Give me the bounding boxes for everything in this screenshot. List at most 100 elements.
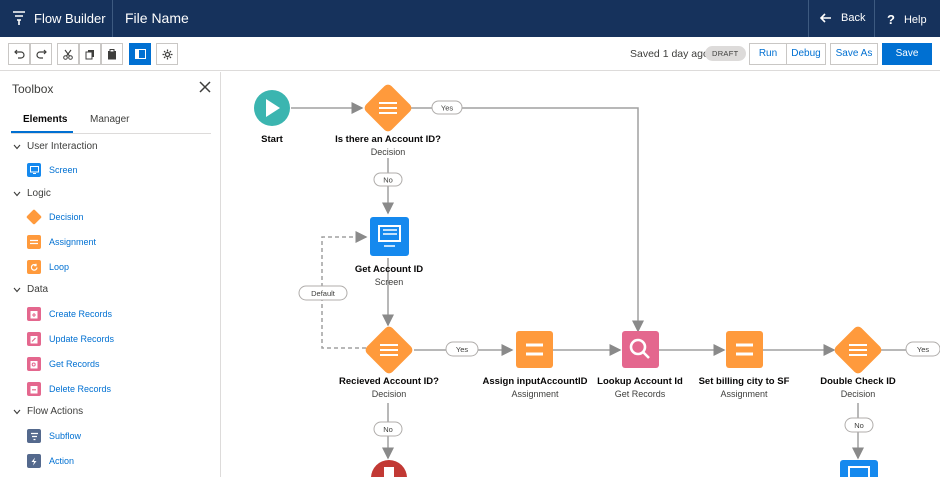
item-label: Subflow [49, 431, 82, 441]
saved-status: Saved 1 day ago [630, 48, 709, 60]
tab-elements[interactable]: Elements [23, 114, 68, 125]
node-get-account-screen[interactable]: Get Account ID Screen [355, 217, 423, 287]
assignment-icon [27, 235, 41, 249]
search-icon [629, 338, 650, 359]
redo-button[interactable] [30, 43, 52, 65]
app-header: Flow Builder File Name Back ? Help [0, 0, 940, 37]
header-divider [112, 0, 113, 37]
item-label: Action [49, 456, 75, 466]
assignment-icon [736, 343, 753, 356]
node-type: Decision [372, 389, 407, 399]
flow-canvas[interactable]: Yes No Default Yes No No Yes Start Is th… [221, 72, 940, 477]
section-user-interaction[interactable]: User Interaction [13, 141, 98, 152]
save-as-button[interactable]: Save As [830, 43, 878, 65]
no-1-label: No [383, 176, 393, 185]
settings-button[interactable] [156, 43, 178, 65]
active-tab-indicator [11, 131, 73, 133]
section-label: User Interaction [27, 141, 98, 152]
toolbox-item-loop[interactable]: Loop [27, 260, 69, 274]
yes-top-label: Yes [441, 104, 453, 113]
node-received-decision[interactable]: Recieved Account ID? Decision [339, 325, 439, 399]
redo-icon [35, 49, 47, 59]
node-label: Double Check ID [820, 376, 896, 387]
toolbox-item-get-records[interactable]: Get Records [27, 357, 100, 371]
screen-icon [378, 225, 401, 247]
paste-icon [108, 48, 116, 59]
section-flow-actions[interactable]: Flow Actions [13, 406, 83, 417]
update-records-icon [27, 332, 41, 346]
toolbox-item-subflow[interactable]: Subflow [27, 429, 81, 443]
screen-icon [848, 466, 870, 477]
node-label: Recieved Account ID? [339, 376, 439, 387]
node-label: Lookup Account Id [597, 376, 683, 387]
node-label: Get Account ID [355, 264, 423, 275]
header-divider [808, 0, 809, 37]
node-is-account-decision[interactable]: Is there an Account ID? Decision [335, 83, 441, 157]
cut-button[interactable] [57, 43, 79, 65]
run-button[interactable]: Run [749, 43, 787, 65]
get-records-icon [27, 357, 41, 371]
item-label: Loop [49, 262, 70, 272]
toolbox-item-delete-records[interactable]: Delete Records [27, 382, 111, 396]
app-title: Flow Builder [34, 11, 106, 26]
no-2-pill [373, 421, 403, 437]
node-type: Decision [841, 389, 876, 399]
copy-button[interactable] [79, 43, 101, 65]
toggle-panel-icon [134, 49, 146, 59]
toolbox-item-create-records[interactable]: Create Records [27, 307, 112, 321]
settings-icon [162, 49, 172, 59]
node-assign-input[interactable]: Assign inputAccountID Assignment [482, 331, 588, 399]
node-label: Set billing city to SF [699, 376, 790, 387]
paste-button[interactable] [101, 43, 123, 65]
tab-manager[interactable]: Manager [90, 114, 130, 125]
yes-mid-pill [445, 341, 479, 357]
node-partial-screen[interactable] [840, 460, 878, 477]
back-button[interactable]: Back [820, 12, 865, 24]
item-label: Create Records [49, 309, 113, 319]
toolbox-item-update-records[interactable]: Update Records [27, 332, 114, 346]
debug-button[interactable]: Debug [786, 43, 826, 65]
chevron-down-icon [13, 287, 21, 292]
chevron-down-icon [13, 409, 21, 414]
chevron-down-icon [13, 144, 21, 149]
section-label: Logic [27, 188, 51, 199]
toolbox-item-assignment[interactable]: Assignment [27, 235, 96, 249]
screen-icon [27, 163, 41, 177]
decision-icon [379, 102, 397, 114]
chevron-down-icon [13, 191, 21, 196]
yes-right-label: Yes [917, 345, 929, 354]
subflow-icon [27, 429, 41, 443]
header-divider [874, 0, 875, 37]
draft-badge: DRAFT [705, 46, 746, 61]
assignment-icon [526, 343, 543, 356]
item-label: Delete Records [49, 384, 112, 394]
toolbox-title: Toolbox [12, 82, 54, 96]
help-button[interactable]: ? Help [887, 12, 927, 27]
node-start[interactable]: Start [254, 90, 290, 145]
node-set-billing[interactable]: Set billing city to SF Assignment [699, 331, 790, 399]
node-partial-delete[interactable] [371, 460, 407, 477]
undo-button[interactable] [8, 43, 30, 65]
decision-icon [380, 344, 398, 356]
section-data[interactable]: Data [13, 284, 48, 295]
loop-icon [27, 260, 41, 274]
node-lookup-account[interactable]: Lookup Account Id Get Records [597, 331, 683, 399]
save-button[interactable]: Save [882, 43, 932, 65]
node-double-check[interactable]: Double Check ID Decision [820, 325, 896, 399]
node-type: Assignment [720, 389, 768, 399]
cut-icon [63, 49, 73, 60]
default-pill [298, 285, 348, 301]
toolbox-item-screen[interactable]: Screen [27, 163, 78, 177]
close-icon[interactable] [198, 80, 212, 94]
back-label: Back [841, 12, 866, 24]
node-label: Start [261, 134, 283, 145]
toolbox-item-decision[interactable]: Decision [26, 209, 84, 225]
copy-icon [85, 49, 94, 59]
decision-icon [849, 344, 867, 356]
toggle-toolbox-button[interactable] [129, 43, 151, 65]
node-label: Assign inputAccountID [482, 376, 587, 387]
file-name[interactable]: File Name [125, 10, 189, 26]
connector-yes-top [407, 107, 644, 333]
section-logic[interactable]: Logic [13, 188, 51, 199]
toolbox-item-action[interactable]: Action [27, 454, 74, 468]
